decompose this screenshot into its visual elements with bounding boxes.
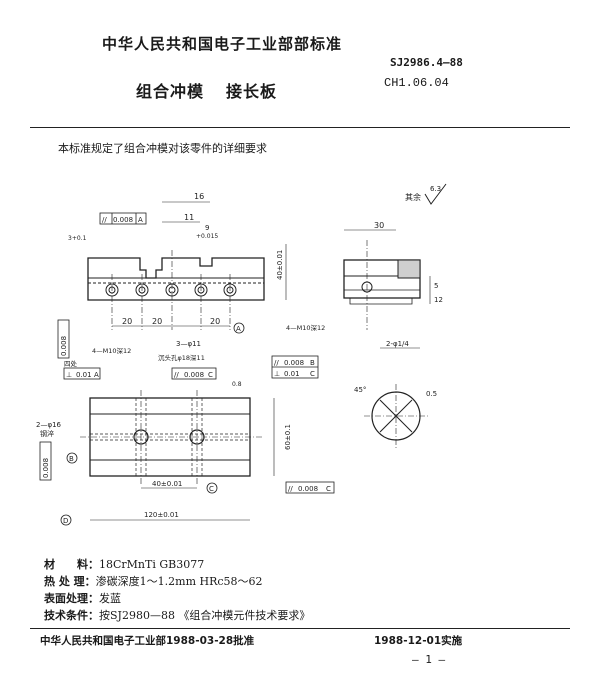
page-number: — 1 — — [412, 653, 446, 666]
dim-20-mid: 20 — [152, 317, 162, 326]
footer-rule — [30, 628, 570, 629]
datum-b: B — [69, 455, 74, 463]
dim-40-height: 40±0.01 — [276, 250, 284, 280]
implementation-date: 1988-12-01实施 — [374, 635, 463, 647]
dim-0-5: 0.5 — [426, 390, 437, 398]
tol-perp-c: 0.01 — [284, 370, 300, 378]
spec-label: 技术条件： — [44, 609, 99, 622]
thread-note: 4—M10深12 — [92, 346, 131, 355]
perpendicular-symbol-icon: ⊥ — [66, 371, 72, 379]
hole-side-note: 2—φ16 — [36, 421, 62, 429]
tol-par-b-ref: B — [310, 359, 315, 367]
tol-par-cb: 0.008 — [298, 485, 318, 493]
dim-side-5: 5 — [434, 282, 438, 290]
corner-note: 四处 — [64, 359, 78, 368]
tol-perp-a: 0.01 — [76, 371, 92, 379]
front-view: 20 20 20 16 11 +0.015 9 // 0.008 A 3+0.1… — [57, 192, 287, 362]
parallel-c-symbol-icon: // — [174, 371, 179, 379]
tol-perp-c-ref: C — [310, 370, 315, 378]
engineering-drawing: 其余 6.3 20 20 20 16 11 +0.0 — [36, 183, 447, 526]
spec-row-material: 材 料：18CrMnTi GB3077 — [44, 556, 310, 573]
tol-par-c: 0.008 — [184, 371, 204, 379]
tol-value-a: 0.008 — [113, 216, 133, 224]
document-title: 组合冲模 接长板 — [136, 78, 277, 102]
spec-row-heat: 热 处 理：渗碳深度1～1.2mm HRc58～62 — [44, 573, 310, 590]
dim-11: 11 — [184, 213, 194, 222]
dim-side-30: 30 — [374, 221, 384, 230]
thread-note-side: 4—M10深12 — [286, 323, 325, 332]
hole-side-note-2: 钢淬 — [40, 429, 54, 438]
parallel-b-symbol-icon: // — [274, 359, 279, 367]
perpendicular-c-symbol-icon: ⊥ — [274, 370, 280, 378]
spec-row-surface: 表面处理：发蓝 — [44, 590, 310, 607]
hole-note: 3—φ11 — [176, 340, 201, 348]
spec-label: 表面处理： — [44, 592, 99, 605]
spec-label: 热 处 理： — [44, 575, 96, 588]
specifications: 材 料：18CrMnTi GB3077 热 处 理：渗碳深度1～1.2mm HR… — [44, 556, 310, 624]
datum-d: D — [63, 517, 68, 525]
counterbore-note: 沉头孔φ18深11 — [158, 353, 205, 362]
ministry-heading: 中华人民共和国电子工业部部标准 — [102, 35, 343, 53]
tol-par-c-ref: C — [208, 371, 213, 379]
tol-left-frame: 0.008 — [60, 336, 68, 356]
datum-a: A — [236, 325, 241, 333]
detail-view: 45° 0.5 — [354, 384, 437, 448]
spec-value: 18CrMnTi GB3077 — [99, 558, 205, 571]
spec-row-tech: 技术条件：按SJ2980—88 《组合冲模元件技术要求》 — [44, 607, 310, 624]
top-view: ⊥ 0.01 A 四处 // 0.008 C // 0.008 B ⊥ 0.01… — [36, 355, 335, 526]
datum-c: C — [209, 485, 214, 493]
spec-label: 材 料： — [44, 558, 99, 571]
dim-120: 120±0.01 — [144, 511, 179, 519]
spec-value: 按SJ2980—88 《组合冲模元件技术要求》 — [99, 609, 311, 622]
dim-45: 45° — [354, 386, 366, 394]
parallel-cb-symbol-icon: // — [288, 485, 293, 493]
tol-par-cb-ref: C — [326, 485, 331, 493]
tol-perp-a-ref: A — [94, 371, 99, 379]
header-rule — [30, 127, 570, 128]
dim-16: 16 — [194, 192, 204, 201]
tol-ref-a: A — [138, 216, 143, 224]
dim-40-bottom: 40±0.01 — [152, 480, 182, 488]
title-part-1: 组合冲模 — [136, 82, 205, 101]
dim-20-left: 20 — [122, 317, 132, 326]
roughness-symbol-icon — [424, 183, 447, 205]
tol-par-d: 0.008 — [42, 458, 50, 478]
spec-value: 渗碳深度1～1.2mm HRc58～62 — [95, 575, 263, 588]
dim-side-12: 12 — [434, 296, 443, 304]
dim-9: 9 — [205, 224, 209, 232]
dim-tolerance: +0.015 — [196, 233, 218, 240]
part-code: CH1.06.04 — [384, 76, 449, 90]
roughness-small: 0.8 — [232, 381, 242, 388]
dim-fit-height: 3+0.1 — [68, 235, 87, 242]
approval-note: 中华人民共和国电子工业部1988-03-28批准 — [40, 635, 255, 647]
title-part-2: 接长板 — [226, 82, 278, 101]
scope-statement: 本标准规定了组合冲模对该零件的详细要求 — [58, 142, 267, 155]
parallel-symbol-icon: // — [102, 216, 107, 224]
dim-20-right: 20 — [210, 317, 220, 326]
tol-par-b: 0.008 — [284, 359, 304, 367]
standard-number: SJ2986.4—88 — [390, 56, 463, 69]
dim-side-2phi: 2-φ1/4 — [386, 340, 409, 348]
roughness-note: 其余 — [405, 192, 421, 202]
dim-60: 60±0.1 — [284, 424, 292, 450]
roughness-value: 6.3 — [430, 185, 441, 193]
spec-value: 发蓝 — [99, 592, 121, 605]
side-view: 30 2-φ1/4 12 5 4—M10深12 — [286, 221, 443, 349]
